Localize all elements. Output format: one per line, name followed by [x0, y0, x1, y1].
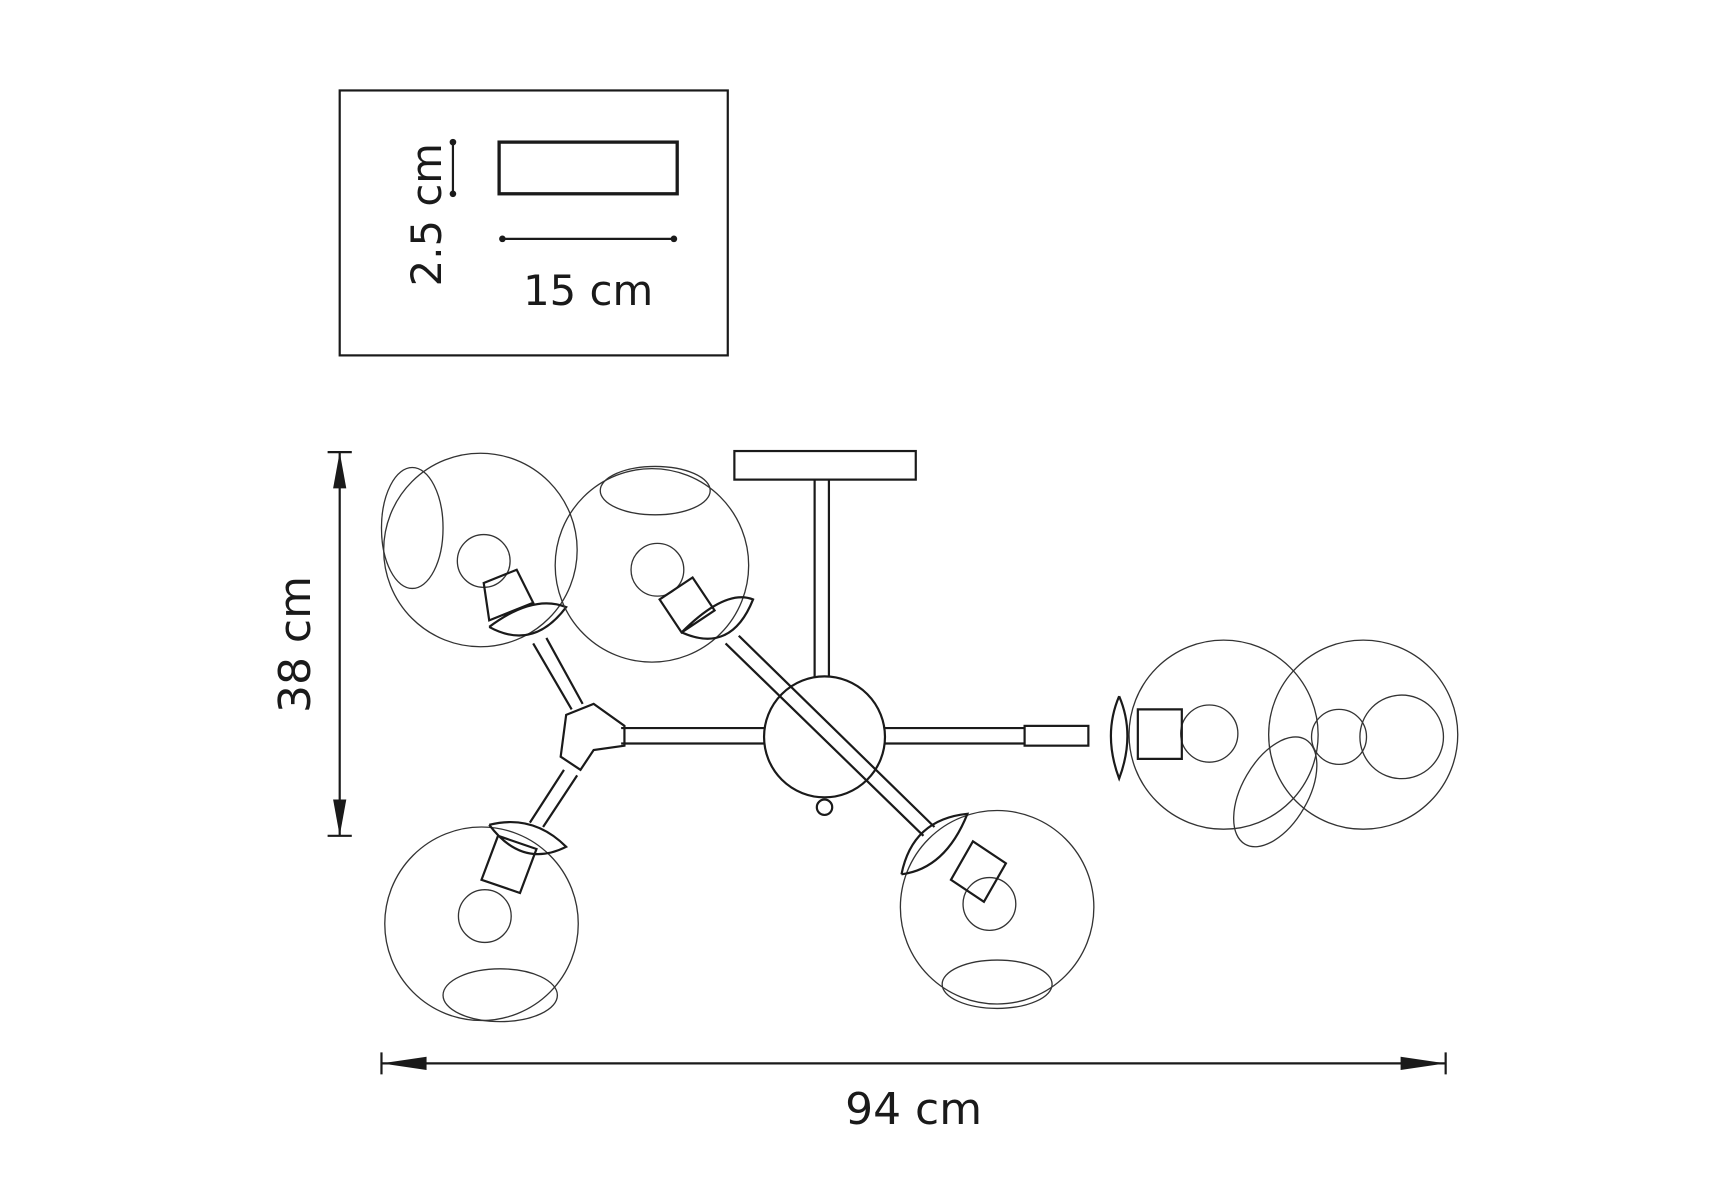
overall-width-dimension: 94 cm: [380, 1052, 1447, 1135]
base-width-label: 15 cm: [523, 266, 653, 315]
chandelier: [380, 449, 1459, 1023]
globe-top-left: [380, 452, 578, 648]
base-height-label: 2.5 cm: [402, 143, 451, 286]
globe-right-front: [1268, 639, 1459, 830]
arm-junction: [559, 702, 626, 772]
globe-bottom-center: [899, 809, 1095, 1010]
base-dimension-inset: 2.5 cm 15 cm: [338, 89, 729, 357]
base-plate-outline: [497, 140, 679, 196]
inset-frame: [338, 89, 729, 357]
width-label: 94 cm: [845, 1084, 982, 1135]
overall-height-dimension: 38 cm: [270, 451, 352, 837]
globe-right-back: [1109, 639, 1319, 848]
globe-top-center: [554, 465, 755, 663]
height-dimension-marker: [449, 138, 457, 198]
central-hub: [762, 675, 887, 799]
globe-bottom-left: [384, 821, 579, 1023]
ceiling-canopy: [733, 449, 917, 481]
height-label: 38 cm: [270, 576, 321, 713]
width-dimension-marker: [499, 235, 678, 243]
